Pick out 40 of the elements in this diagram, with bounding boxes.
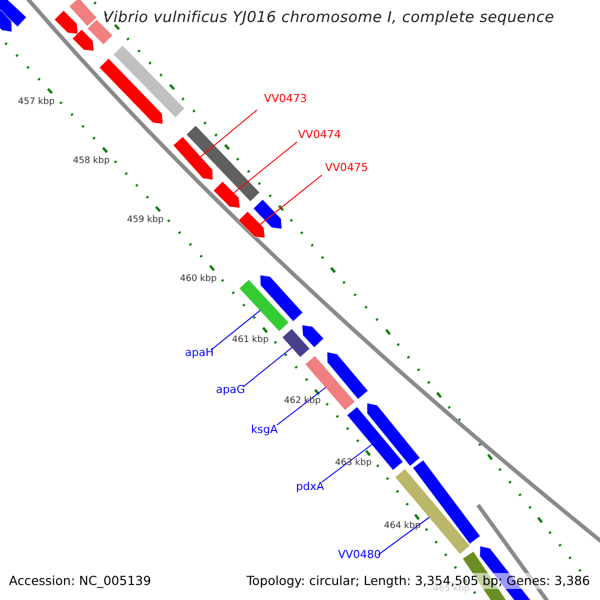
gene-feature [68, 0, 98, 27]
gene-label: VV0473 [264, 92, 308, 106]
scale-label: 459 kbp [127, 215, 164, 226]
gene-feature [302, 324, 324, 348]
gene-feature [113, 45, 185, 118]
scale-label: 460 kbp [180, 274, 217, 285]
gene-feature [238, 279, 290, 332]
gene-label: pdxA [296, 480, 324, 494]
leader-line [260, 174, 322, 226]
gene-feature [304, 355, 356, 411]
gene-label: apaG [216, 383, 245, 397]
leader-line [322, 444, 373, 482]
leader-line [233, 142, 298, 194]
gene-feature [213, 181, 240, 208]
scale-label: 461 kbp [232, 335, 269, 346]
leader-line [378, 516, 430, 556]
leader-line [276, 386, 326, 426]
gene-label: VV0475 [325, 161, 368, 175]
leader-line [200, 110, 258, 158]
gene-feature [326, 352, 368, 400]
gene-label: apaH [185, 346, 214, 360]
gene-label: ksgA [251, 423, 278, 437]
gene-feature [54, 10, 78, 34]
gene-feature [260, 274, 304, 322]
scale-label: 458 kbp [73, 156, 110, 167]
gene-feature [253, 199, 282, 230]
gene-feature [0, 9, 12, 32]
footer-text: Accession: NC_005139 [9, 573, 152, 589]
scale-label: 457 kbp [18, 97, 55, 108]
gene-feature [282, 328, 310, 358]
gene-feature [72, 29, 94, 52]
leader-line [210, 310, 261, 350]
gene-label: VV0474 [298, 128, 342, 142]
gene-feature [238, 211, 266, 238]
gene-label: VV0480 [338, 548, 382, 562]
gene-feature [172, 136, 214, 180]
leader-line [242, 347, 292, 388]
title: Vibrio vulnificus YJ016 chromosome I, complete sequence [103, 8, 554, 26]
gene-feature [186, 125, 260, 202]
gene-feature [99, 58, 164, 124]
